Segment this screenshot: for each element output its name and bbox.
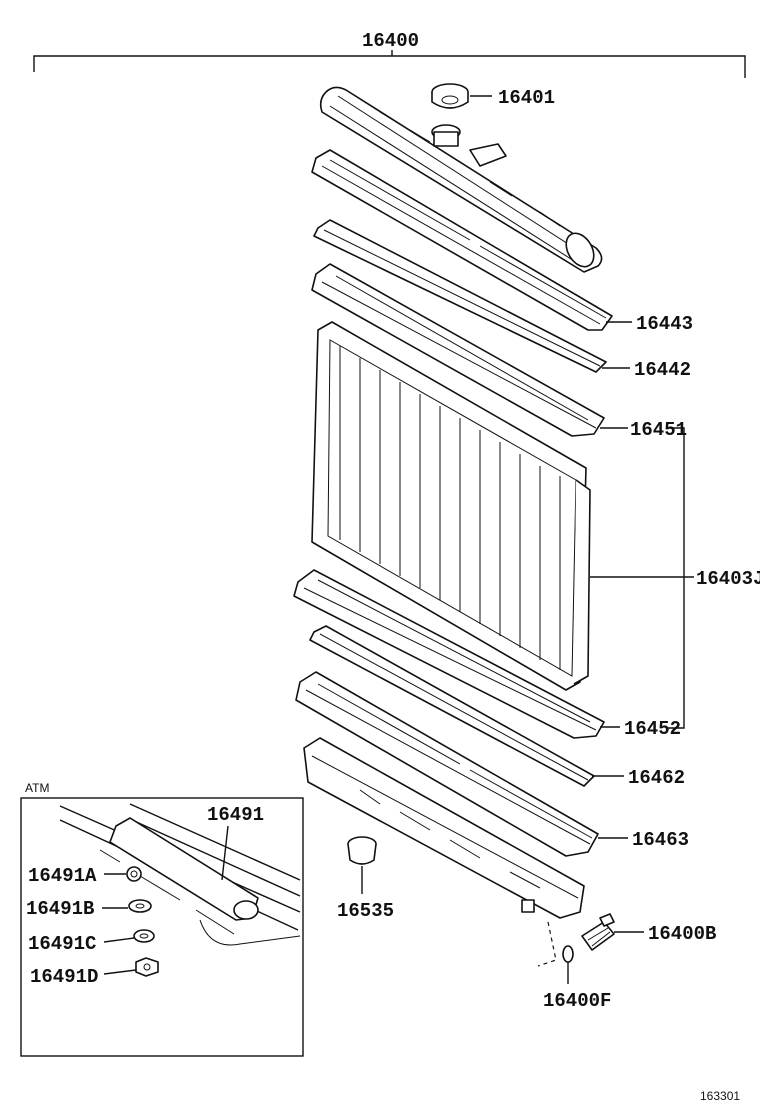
- label-16442: 16442: [634, 359, 691, 381]
- label-16535: 16535: [337, 900, 394, 922]
- label-16452: 16452: [624, 718, 681, 740]
- label-16462: 16462: [628, 767, 685, 789]
- label-16491c: 16491C: [28, 933, 96, 955]
- upper-plate: [311, 263, 628, 437]
- label-16491a: 16491A: [28, 865, 97, 887]
- lower-tank-flange: [295, 671, 628, 857]
- footer-code: 163301: [700, 1089, 740, 1103]
- label-16491d: 16491D: [30, 966, 98, 988]
- atm-inset-title: ATM: [25, 781, 49, 795]
- radiator-core: [311, 321, 694, 691]
- upper-tank-flange: [311, 149, 632, 331]
- label-16443: 16443: [636, 313, 693, 335]
- assembly-bracket: [33, 50, 746, 78]
- lower-tank: [303, 737, 585, 919]
- drain-cock: [581, 913, 644, 951]
- upper-tank: [319, 86, 603, 273]
- label-16400f: 16400F: [543, 990, 611, 1012]
- label-16403j: 16403J: [696, 568, 760, 590]
- label-16401: 16401: [498, 87, 555, 109]
- label-16400: 16400: [362, 30, 419, 52]
- lower-plate: [293, 569, 620, 739]
- label-16491: 16491: [207, 804, 264, 826]
- label-16463: 16463: [632, 829, 689, 851]
- core-group-bracket: [666, 427, 685, 729]
- upper-gasket: [313, 219, 630, 373]
- radiator-cap: [431, 83, 492, 109]
- drain-oring: [537, 921, 574, 984]
- bolt-grommet: [347, 836, 377, 894]
- label-16491b: 16491B: [26, 898, 94, 920]
- label-16400b: 16400B: [648, 923, 716, 945]
- lower-gasket: [309, 625, 624, 787]
- label-16451: 16451: [630, 419, 687, 441]
- atm-inset: [20, 797, 304, 1057]
